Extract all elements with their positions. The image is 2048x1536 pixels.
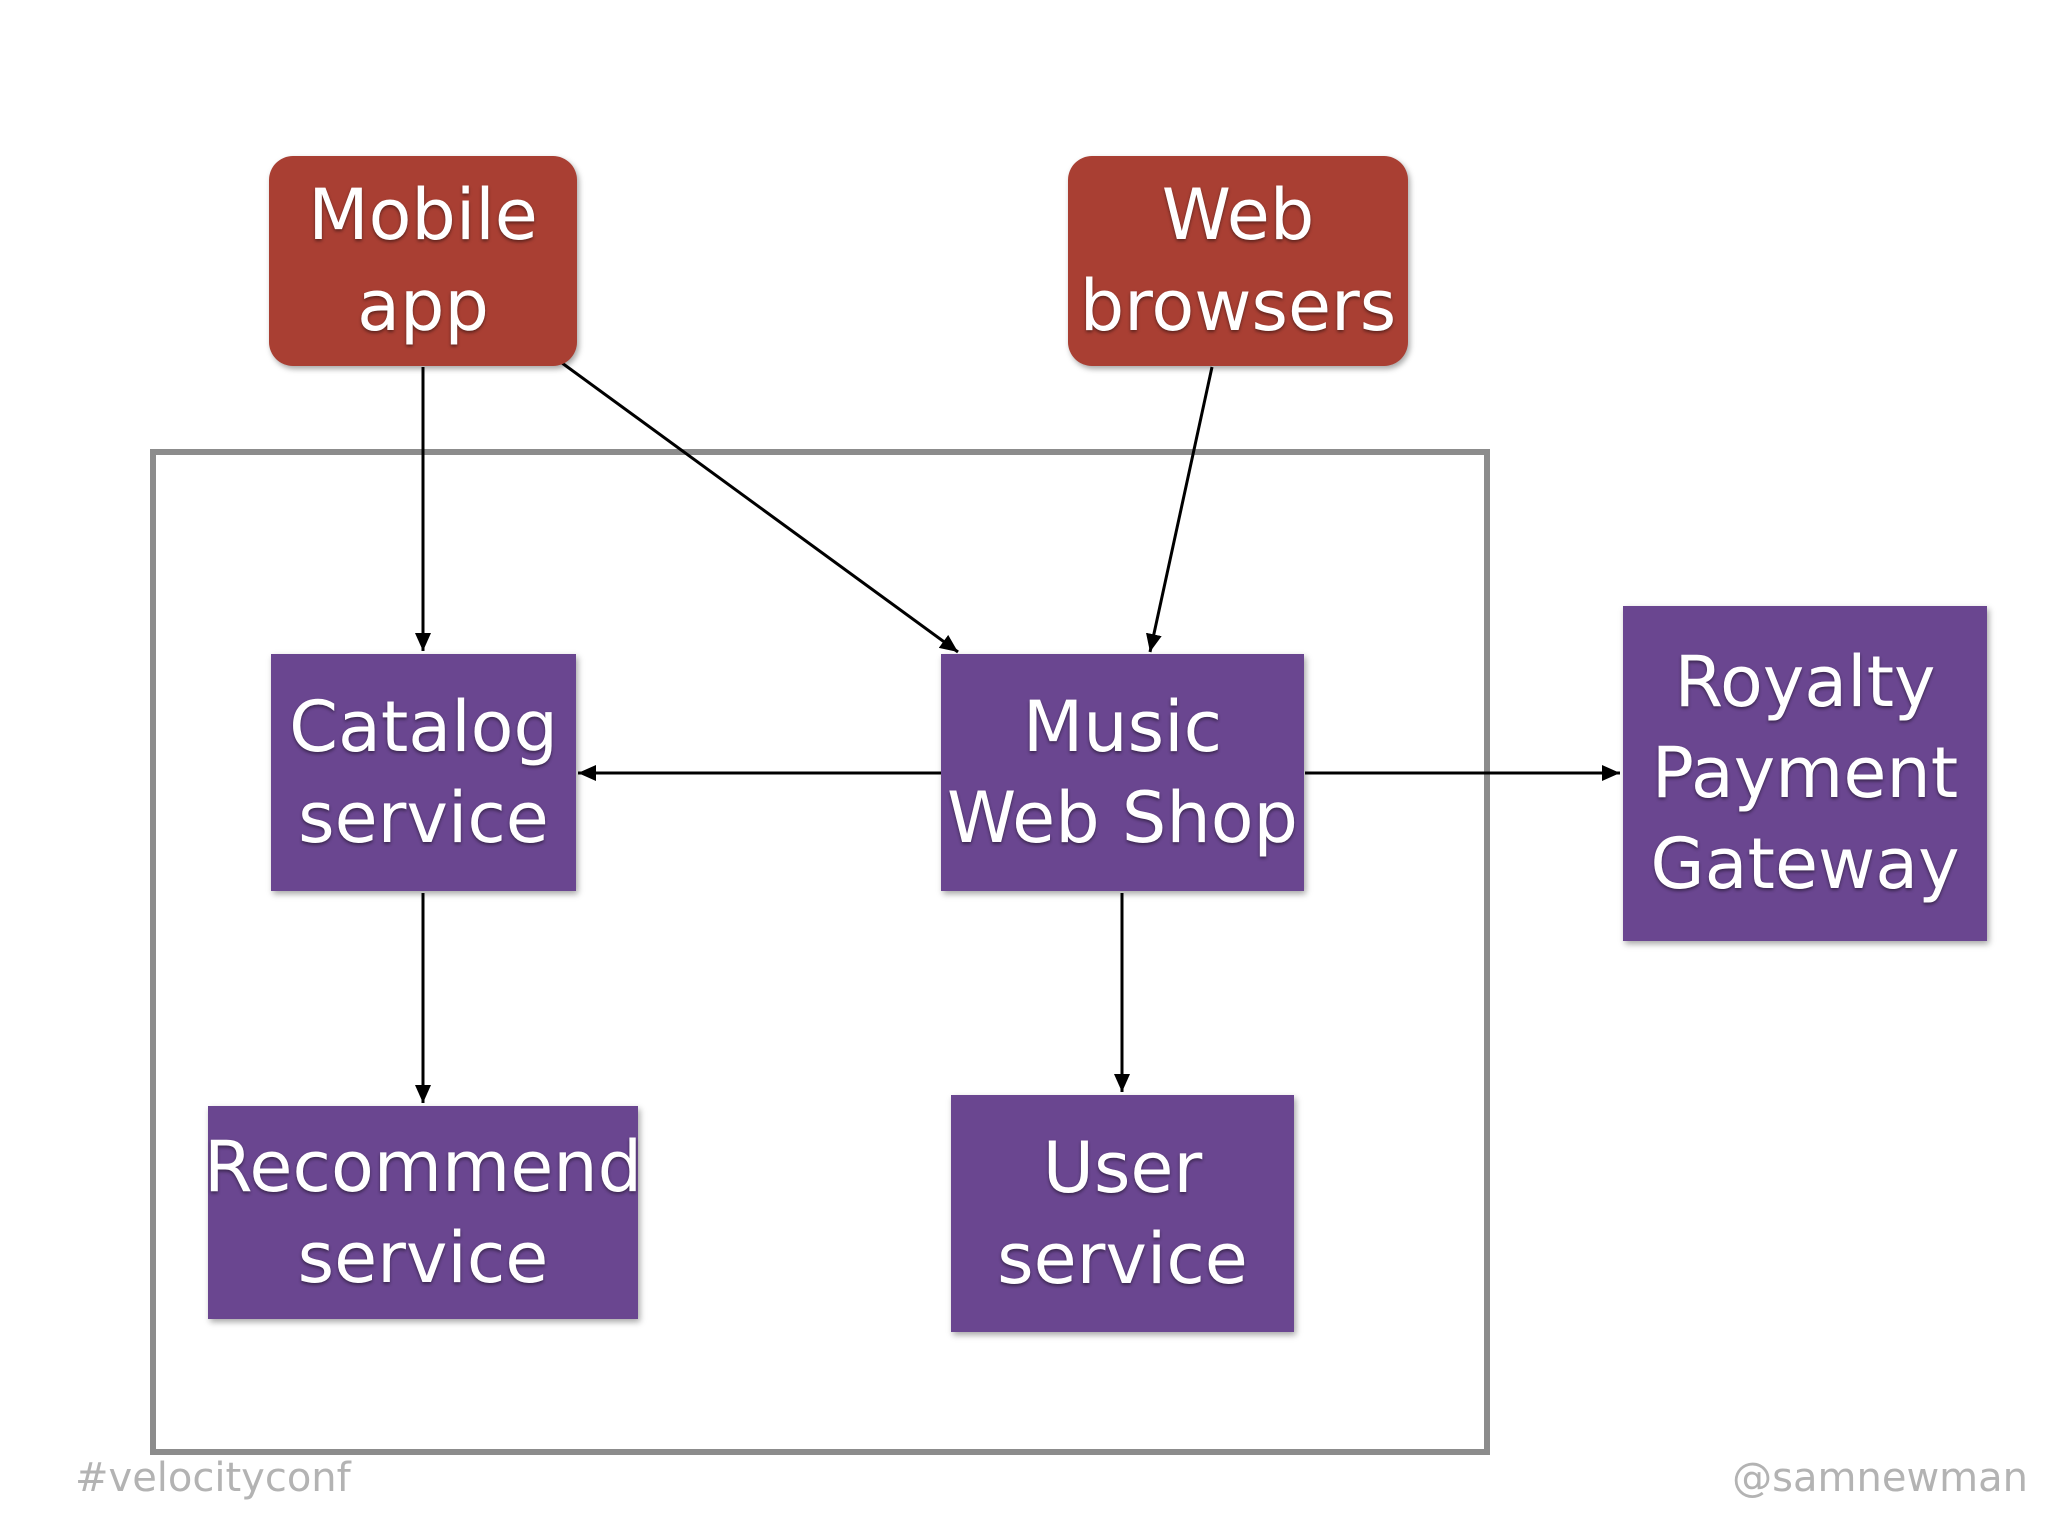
node-web-browsers: Web browsers bbox=[1068, 156, 1408, 366]
node-mobile-app-line2: app bbox=[357, 265, 489, 347]
node-royalty-payment-gateway: Royalty Payment Gateway bbox=[1623, 606, 1987, 941]
node-royalty-line2: Payment bbox=[1651, 732, 1959, 814]
node-royalty-line1: Royalty bbox=[1674, 641, 1936, 723]
node-mobile-app-line1: Mobile bbox=[308, 174, 538, 256]
node-web-browsers-line1: Web bbox=[1161, 174, 1315, 256]
footer-handle: @samnewman bbox=[1732, 1455, 2028, 1501]
node-catalog-service-line2: service bbox=[298, 776, 549, 859]
node-user-service-line1: User bbox=[1042, 1126, 1203, 1209]
node-music-web-shop: Music Web Shop bbox=[941, 654, 1304, 891]
node-web-browsers-line2: browsers bbox=[1079, 265, 1397, 347]
node-recommend-service-line1: Recommend bbox=[203, 1125, 643, 1208]
node-mobile-app: Mobile app bbox=[269, 156, 577, 366]
node-user-service-line2: service bbox=[997, 1217, 1248, 1300]
node-recommend-service: Recommend service bbox=[204, 1106, 642, 1319]
node-music-web-shop-line2: Web Shop bbox=[947, 776, 1298, 859]
footer-hashtag: #velocityconf bbox=[75, 1455, 351, 1501]
node-catalog-service: Catalog service bbox=[271, 654, 576, 891]
node-recommend-service-line2: service bbox=[297, 1216, 549, 1299]
node-user-service: User service bbox=[951, 1095, 1294, 1332]
node-catalog-service-line1: Catalog bbox=[289, 685, 558, 768]
node-music-web-shop-line1: Music bbox=[1022, 685, 1223, 768]
node-royalty-line3: Gateway bbox=[1650, 823, 1960, 905]
